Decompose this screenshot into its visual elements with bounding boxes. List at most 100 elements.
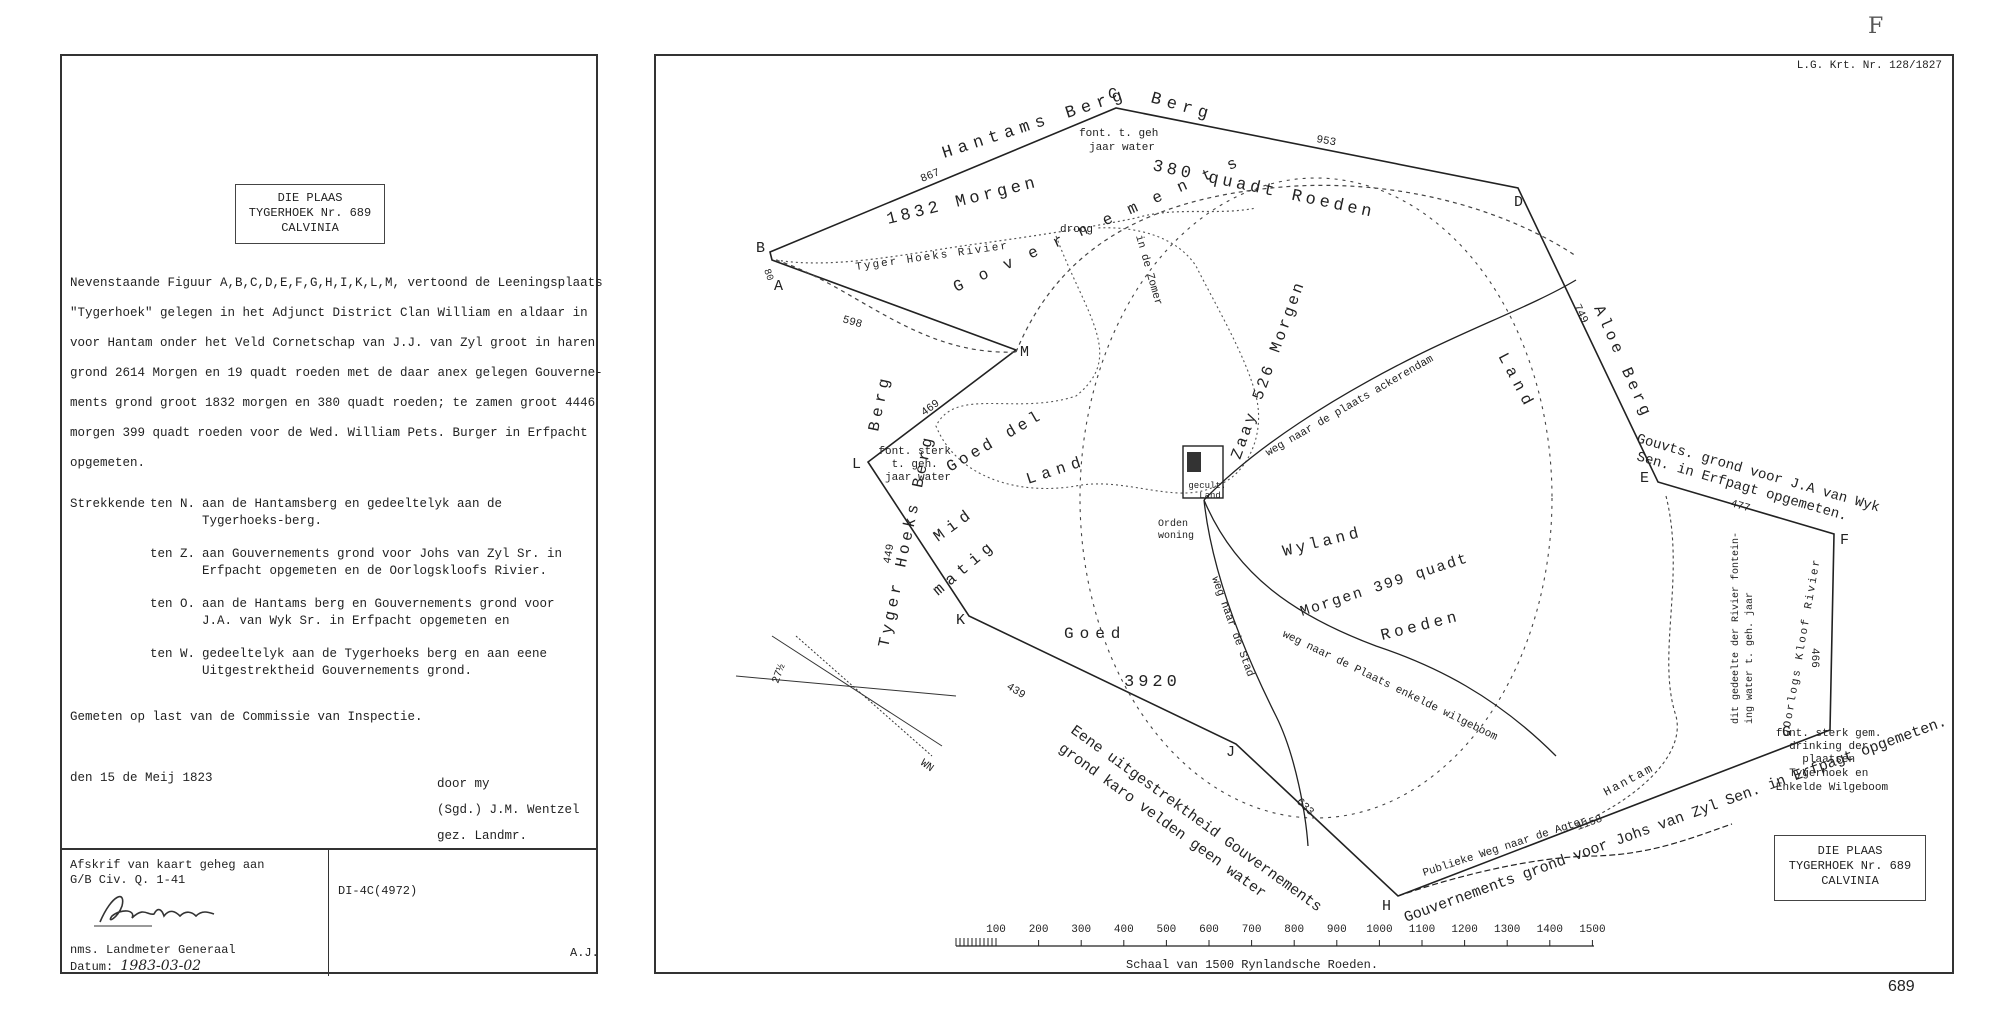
font-g-line: Enkelde Wilgeboom — [1776, 782, 1889, 794]
figure-description: Nevenstaande Figuur A,B,C,D,E,F,G,H,I,K,… — [70, 268, 603, 478]
font-g-line: drinking der — [1789, 741, 1868, 753]
boundary-text: gedeeltelyk aan de Tygerhoeks berg en aa… — [202, 647, 548, 678]
oorlogs-kloof-river — [1595, 495, 1678, 817]
government-land-divider — [775, 184, 1577, 353]
initials: A.J. — [570, 946, 599, 960]
farm-title-box: DIE PLAAS TYGERHOEK Nr. 689 CALVINIA — [235, 184, 385, 244]
map-title-box: DIE PLAAS TYGERHOEK Nr. 689 CALVINIA — [1774, 835, 1926, 901]
title-line: CALVINIA — [281, 221, 339, 235]
signature-line: door my — [437, 777, 490, 791]
label-cultivated-land: gecult. Land — [1188, 481, 1231, 501]
footer-divider — [328, 850, 329, 976]
corner-label-m: M — [1020, 344, 1029, 361]
corner-mark: F — [1868, 14, 1884, 39]
copy-note: Afskrif van kaart geheg aan G/B Civ. Q. … — [70, 858, 264, 888]
survey-map: L.G. Krt. Nr. 128/1827 B A C D E F G H J… — [654, 54, 1954, 974]
scale-tick-label: 500 — [1156, 924, 1176, 936]
orden-woning-line: woning — [1158, 530, 1194, 542]
edge-length: 439 — [1004, 681, 1027, 702]
survey-date: den 15 de Meij 1823 — [70, 771, 213, 785]
scale-tick-label: 200 — [1029, 924, 1049, 936]
scale-tick-label: 100 — [986, 924, 1006, 936]
map-title-line: TYGERHOEK Nr. 689 — [1788, 859, 1912, 873]
boundary-list: Strekkende ten N. aan de Hantamsberg en … — [70, 496, 590, 696]
description-panel: DIE PLAAS TYGERHOEK Nr. 689 CALVINIA Nev… — [60, 54, 603, 976]
road-to-enkelde-wilgeboom — [1203, 499, 1557, 757]
official-title: nms. Landmeter Generaal — [70, 943, 236, 957]
scale-tick-label: 300 — [1071, 924, 1091, 936]
label-goed: Goed — [1064, 625, 1126, 643]
label-land: Land — [1494, 350, 1539, 414]
label-roeden: Roeden — [1379, 608, 1463, 645]
label-compass-angle: 27½ — [770, 662, 788, 685]
copy-certificate: Afskrif van kaart geheg aan G/B Civ. Q. … — [62, 848, 599, 976]
scale-tick-label: 1300 — [1494, 924, 1520, 936]
boundary-text: aan Gouvernements grond voor Johs van Zy… — [202, 547, 563, 578]
label-font-g: font. sterk gem. drinking der plaatsen T… — [1776, 728, 1889, 794]
corner-label-f: F — [1840, 532, 1849, 549]
boundary-direction: ten Z. — [150, 547, 196, 561]
corner-label-l: L — [852, 456, 861, 473]
corner-label-d: D — [1514, 194, 1523, 211]
scale-tick-label: 1200 — [1451, 924, 1477, 936]
font-g-line: font. sterk gem. — [1776, 728, 1882, 740]
edge-length: 598 — [841, 314, 863, 331]
map-title-line: CALVINIA — [1821, 874, 1879, 888]
road-to-stad — [1203, 499, 1309, 847]
scale-tick-label: 600 — [1199, 924, 1219, 936]
label-orden-woning: Orden woning — [1158, 518, 1194, 542]
cultivated-land-line: gecult. — [1188, 481, 1226, 491]
homestead-building — [1187, 452, 1201, 472]
datum-value: 1983-03-02 — [120, 958, 202, 974]
scale-tick-label: 1100 — [1409, 924, 1435, 936]
meridian-cross-line — [735, 675, 957, 697]
title-line: DIE PLAAS — [277, 191, 343, 205]
map-reference: L.G. Krt. Nr. 128/1827 — [1796, 60, 1942, 72]
scale-tick-label: 1000 — [1366, 924, 1392, 936]
label-eene-2: grond karo velden geen water — [1055, 740, 1269, 902]
label-land-mid: Land — [1024, 452, 1089, 488]
edge-length: 749 — [1570, 302, 1589, 325]
description-line: voor Hantam onder het Veld Cornetschap v… — [70, 336, 596, 350]
page-number: 689 — [1888, 978, 1915, 995]
label-font-l: font. sterk t. geh. jaar water — [878, 446, 957, 484]
signature-line: (Sgd.) J.M. Wentzel — [437, 803, 580, 817]
scale-tick-label: 1400 — [1537, 924, 1563, 936]
font-c-line: font. t. geh — [1079, 128, 1158, 140]
label-oorlogs-kloof: Oorlogs Kloof Rivier — [1782, 557, 1824, 729]
public-road-agter — [1397, 823, 1733, 897]
boundary-row: ten W. gedeeltelyk aan de Tygerhoeks ber… — [70, 646, 590, 680]
edge-length: 867 — [919, 167, 942, 186]
scale-hatch — [955, 938, 997, 946]
boundary-text: aan de Hantamsberg en gedeeltelyk aan de… — [202, 497, 503, 528]
scale-tick-label: 800 — [1284, 924, 1304, 936]
scale-tick-label: 700 — [1242, 924, 1262, 936]
label-in-de-zomer: in de Zomer — [1132, 234, 1164, 307]
description-line: ments grond groot 1832 morgen en 380 qua… — [70, 396, 596, 410]
label-rivier-fontein-2: ing water t. geh. jaar — [1744, 592, 1756, 724]
corner-label-j: J — [1226, 744, 1235, 761]
boundary-direction: ten O. — [150, 597, 196, 611]
scale-tick-label: 1500 — [1579, 924, 1605, 936]
measured-note: Gemeten op last van de Commissie van Ins… — [70, 710, 423, 724]
edge-length: 477 — [1729, 498, 1751, 515]
label-public-road: Publieke Weg naar de Agter — [1422, 815, 1589, 879]
edge-length: 80 — [760, 268, 774, 283]
boundary-heading: Strekkende — [70, 497, 146, 511]
corner-label-e: E — [1640, 470, 1649, 487]
edge-length: 469 — [919, 398, 942, 419]
scale-tick-label: 400 — [1114, 924, 1134, 936]
description-line: morgen 399 quadt roeden voor de Wed. Wil… — [70, 426, 588, 440]
boundary-direction: ten W. — [150, 647, 196, 661]
corner-label-a: A — [774, 278, 783, 295]
reference-number: DI-4C(4972) — [338, 884, 418, 898]
font-l-line: t. geh. — [892, 459, 938, 471]
copy-line: Afskrif van kaart geheg aan — [70, 858, 265, 872]
label-goed-del: Goed del — [944, 406, 1047, 476]
label-area-1832: 1832 Morgen — [885, 174, 1041, 230]
orden-woning-line: Orden — [1158, 518, 1188, 530]
label-berg-left: Berg — [865, 372, 895, 433]
corner-label-h: H — [1382, 898, 1391, 915]
